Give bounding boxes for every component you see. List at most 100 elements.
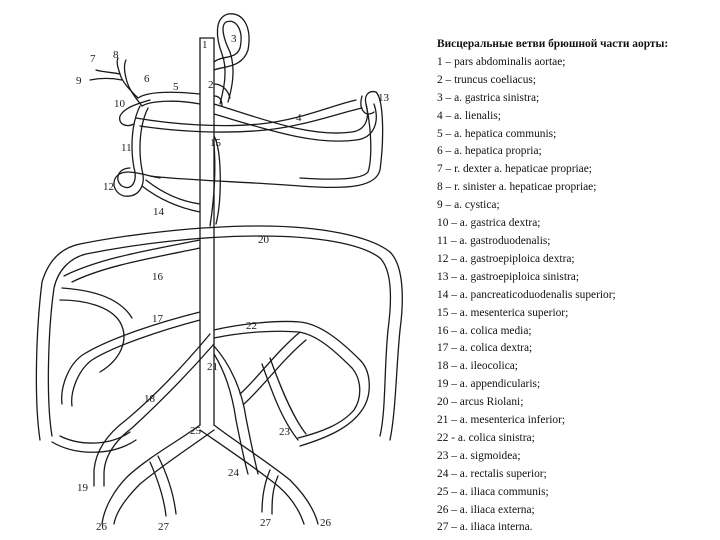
arterial-diagram: 1 2 3 4 5 6 7 8 9 10 11 12 13 14 15 16 1… xyxy=(35,13,403,533)
legend-item: 10 – a. gastrica dextra; xyxy=(437,217,541,230)
label-13: 13 xyxy=(378,92,390,104)
proper-hepatic-artery xyxy=(123,59,143,107)
label-26-right: 26 xyxy=(320,517,332,529)
label-18: 18 xyxy=(144,393,156,405)
left-gastroepiploic-artery xyxy=(149,91,384,189)
common-hepatic-artery xyxy=(141,100,201,107)
label-12: 12 xyxy=(103,181,114,193)
sigmoid-loop xyxy=(269,357,307,435)
legend-item: 22 - a. colica sinistra; xyxy=(437,431,535,444)
common-iliac-artery xyxy=(101,424,201,525)
common-iliac-artery xyxy=(213,424,319,525)
label-17: 17 xyxy=(152,313,164,325)
legend: Висцеральные ветви брюшной части аорты: … xyxy=(437,36,717,537)
internal-iliac-artery-right xyxy=(271,475,279,515)
right-colic-loop xyxy=(61,287,133,319)
label-2: 2 xyxy=(208,79,214,91)
ileocolic-loop xyxy=(51,439,137,453)
legend-item: 16 – a. colica media; xyxy=(437,324,532,337)
legend-item: 2 – truncus coeliacus; xyxy=(437,73,537,86)
label-11: 11 xyxy=(121,142,132,154)
internal-iliac-artery-left xyxy=(149,461,167,517)
legend-item: 4 – a. lienalis; xyxy=(437,109,501,122)
superior-mesenteric-artery xyxy=(213,135,221,225)
cystic-artery xyxy=(89,77,123,81)
legend-item: 24 – a. rectalis superior; xyxy=(437,467,547,480)
legend-item: 27 – a. iliaca interna. xyxy=(437,521,533,534)
internal-iliac-artery-right xyxy=(261,469,271,513)
middle-colic-artery xyxy=(71,247,201,283)
ileocolic-artery xyxy=(93,333,211,487)
legend-item: 23 – a. sigmoidea; xyxy=(437,449,521,462)
arcus-riolani xyxy=(35,225,403,441)
left-gastric-artery xyxy=(213,13,250,105)
ileocolic-artery xyxy=(103,343,215,487)
label-26-left: 26 xyxy=(96,521,108,533)
legend-item: 19 – a. appendicularis; xyxy=(437,378,541,391)
label-9: 9 xyxy=(76,75,82,87)
legend-item: 9 – a. cystica; xyxy=(437,199,500,212)
internal-iliac-artery-left xyxy=(157,455,177,515)
label-23: 23 xyxy=(279,426,291,438)
left-colic-artery xyxy=(213,320,370,447)
label-14: 14 xyxy=(153,206,165,218)
legend-title: Висцеральные ветви брюшной части аорты: xyxy=(437,38,669,50)
label-4: 4 xyxy=(296,112,302,124)
legend-item: 12 – a. gastroepiploica dextra; xyxy=(437,252,575,265)
gastroduodenal-artery xyxy=(113,107,161,197)
label-24: 24 xyxy=(228,467,240,479)
label-10: 10 xyxy=(114,98,126,110)
legend-item: 15 – a. mesenterica superior; xyxy=(437,306,569,319)
inferior-mesenteric-artery xyxy=(213,345,259,475)
right-colic-artery xyxy=(71,319,201,407)
left-colic-artery xyxy=(213,330,361,439)
arcus-riolani xyxy=(47,235,392,437)
lesser-curvature-artery xyxy=(135,99,357,127)
label-6: 6 xyxy=(144,73,150,85)
label-20: 20 xyxy=(258,234,270,246)
right-hepatic-branch xyxy=(95,69,121,75)
legend-item: 14 – a. pancreaticoduodenalis superior; xyxy=(437,288,616,301)
legend-item: 20 – arcus Riolani; xyxy=(437,396,524,409)
legend-item: 6 – a. hepatica propria; xyxy=(437,145,542,158)
legend-item: 5 – a. hepatica communis; xyxy=(437,127,557,140)
celiac-trunk xyxy=(213,83,231,99)
legend-item: 11 – a. gastroduodenalis; xyxy=(437,234,551,247)
superior-pancreaticoduodenal-artery xyxy=(141,185,201,213)
inferior-mesenteric-artery xyxy=(213,353,249,475)
legend-item: 21 – a. mesenterica inferior; xyxy=(437,414,566,427)
legend-item: 3 – a. gastrica sinistra; xyxy=(437,91,540,104)
common-hepatic-artery xyxy=(137,91,201,99)
sigmoid-artery xyxy=(239,331,301,395)
label-27-right: 27 xyxy=(260,517,272,529)
lesser-curvature-artery xyxy=(139,107,363,133)
label-15: 15 xyxy=(210,137,222,149)
legend-item: 1 – pars abdominalis aortae; xyxy=(437,55,566,68)
legend-item: 7 – r. dexter a. hepaticae propriae; xyxy=(437,163,592,176)
label-8: 8 xyxy=(113,49,119,61)
left-gastroepiploic-artery xyxy=(299,103,372,180)
sigmoid-loop xyxy=(261,363,299,441)
proper-hepatic-artery xyxy=(116,57,139,99)
right-colic-artery xyxy=(61,311,201,405)
legend-item: 26 – a. iliaca externa; xyxy=(437,503,535,516)
label-27-left: 27 xyxy=(158,521,170,533)
legend-item: 17 – a. colica dextra; xyxy=(437,342,533,355)
label-25: 25 xyxy=(190,425,202,437)
label-7: 7 xyxy=(90,53,96,65)
splenic-artery xyxy=(213,90,377,134)
label-3: 3 xyxy=(231,33,237,45)
middle-colic-artery xyxy=(63,239,201,277)
label-1: 1 xyxy=(202,39,208,51)
common-iliac-artery xyxy=(113,429,215,525)
label-5: 5 xyxy=(173,81,179,93)
legend-item: 8 – r. sinister a. hepaticae propriae; xyxy=(437,181,597,194)
legend-item: 18 – a. ileocolica; xyxy=(437,360,518,373)
superior-mesenteric-artery xyxy=(209,143,216,227)
superior-pancreaticoduodenal-artery xyxy=(145,179,201,205)
label-21: 21 xyxy=(207,361,218,373)
label-16: 16 xyxy=(152,271,164,283)
legend-item: 13 – a. gastroepiploica sinistra; xyxy=(437,270,580,283)
sigmoid-artery xyxy=(243,339,307,405)
right-gastric-artery xyxy=(119,99,151,127)
